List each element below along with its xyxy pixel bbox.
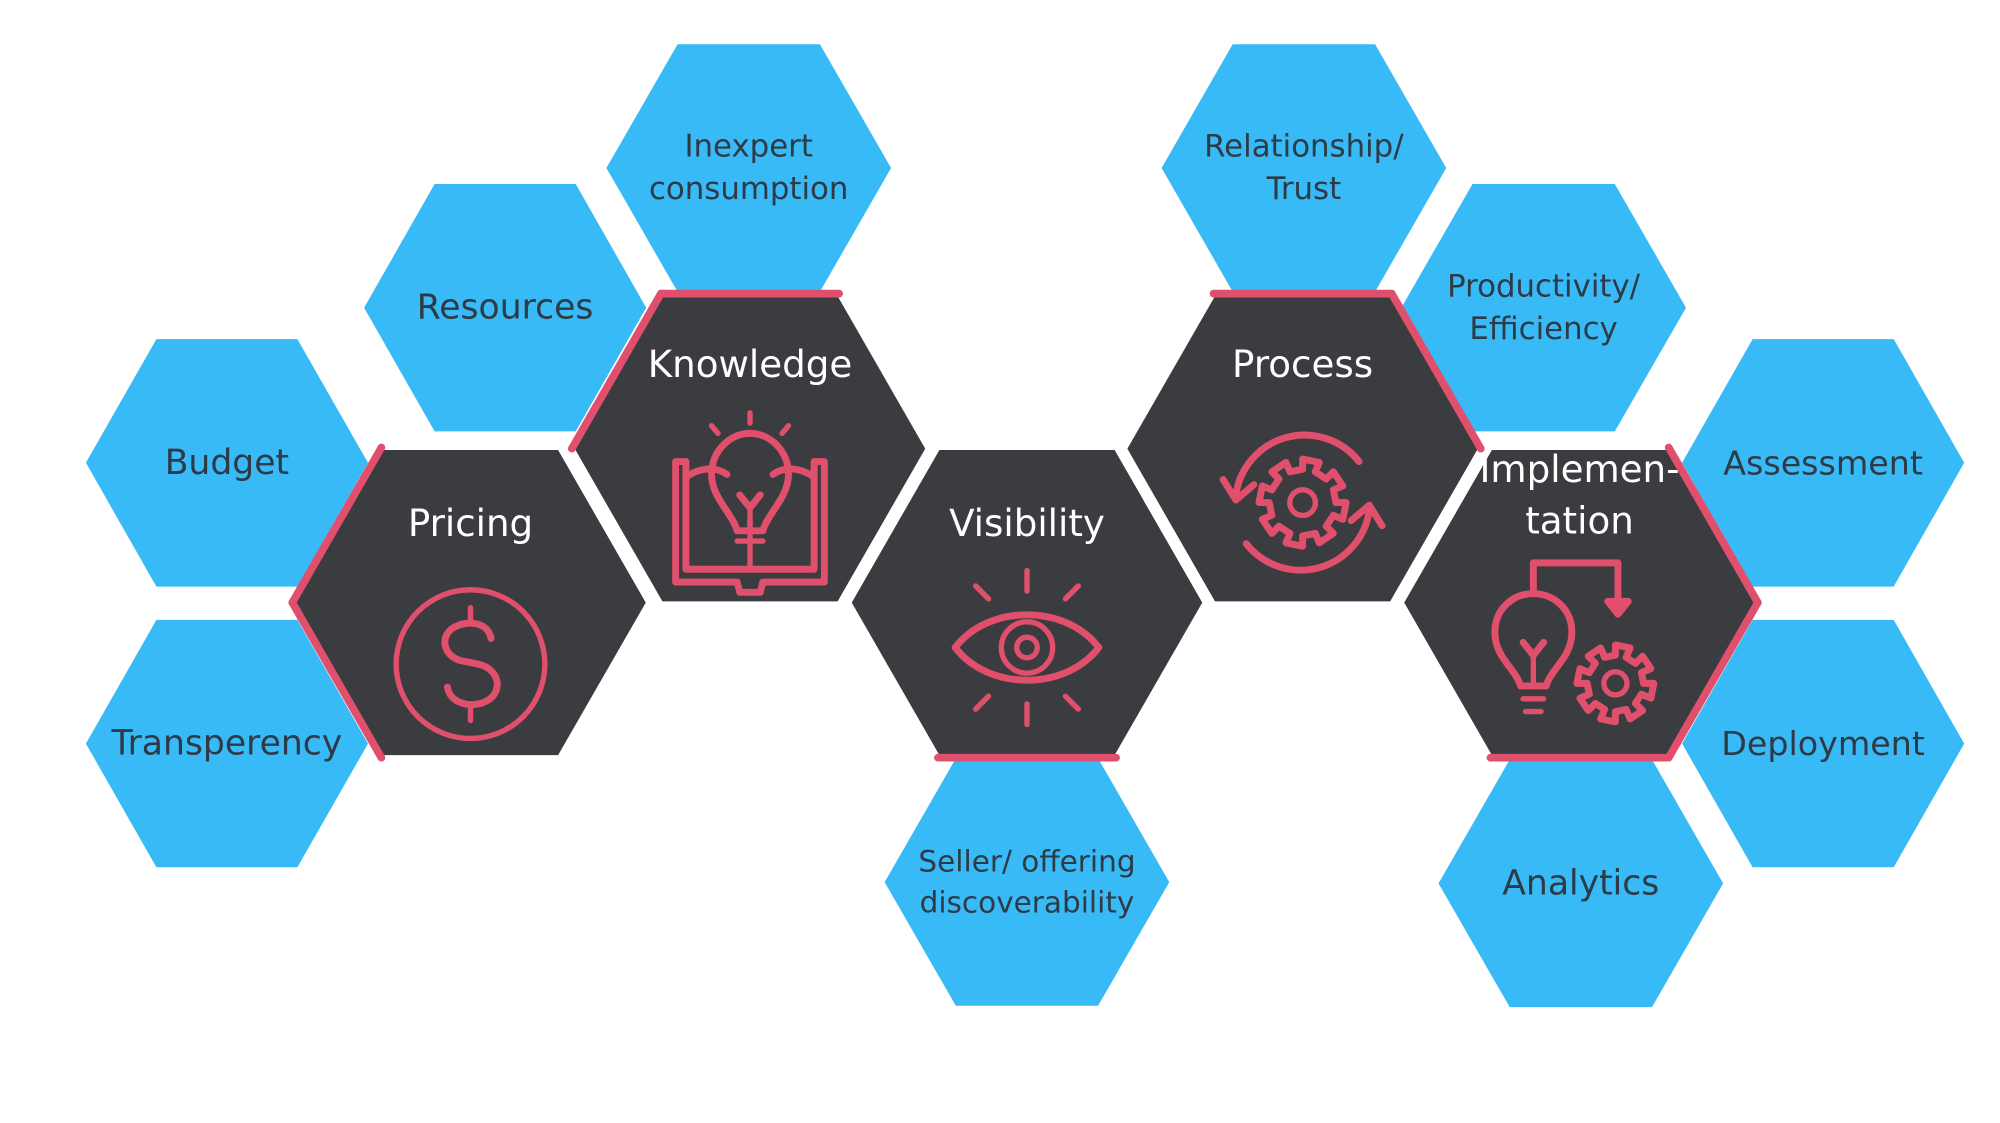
hex-process-accent-edge <box>1387 289 1485 453</box>
bulb-gear-flow-icon <box>1491 559 1658 726</box>
hex-assessment-shape <box>1682 339 1965 587</box>
eye-icon <box>951 567 1103 728</box>
hex-knowledge-accent-edge <box>567 289 665 453</box>
lightbulb-book-icon <box>672 410 828 596</box>
hex-seller-offering-discoverability-shape <box>884 758 1170 1006</box>
hex-inexpert-consumption-shape <box>606 44 892 292</box>
hex-resources-shape <box>364 184 647 432</box>
dollar-coin-icon <box>393 587 548 742</box>
hex-analytics: Analytics <box>1438 759 1724 1008</box>
hex-productivity-efficiency-shape <box>1401 184 1686 432</box>
hex-transperency-shape <box>85 619 369 868</box>
satellite-layer: BudgetTransperencyResourcesInexpertconsu… <box>85 44 1965 1008</box>
hex-relationship-trust: Relationship/Trust <box>1161 44 1447 292</box>
hex-implementation-accent-edge <box>1664 443 1762 607</box>
hex-pricing-accent-edge <box>288 443 386 607</box>
hex-deployment-shape <box>1682 619 1965 868</box>
accent-layer <box>288 289 1762 762</box>
hex-pricing-accent-edge <box>288 598 386 762</box>
hex-implementation-accent-edge <box>1664 598 1762 762</box>
hex-analytics-shape <box>1438 759 1724 1008</box>
hex-budget-shape <box>85 339 369 587</box>
hex-relationship-trust-shape <box>1161 44 1447 292</box>
gear-cycle-icon <box>1219 431 1386 574</box>
